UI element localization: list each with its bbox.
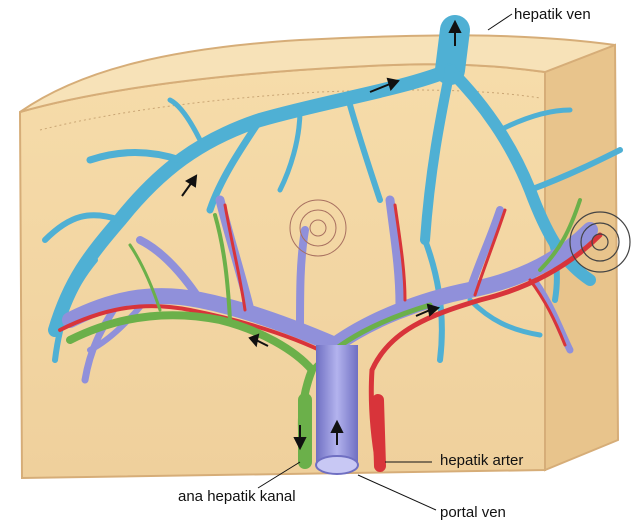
label-hepatic-artery: hepatik arter bbox=[440, 452, 523, 469]
label-common-hepatic-duct: ana hepatik kanal bbox=[178, 488, 296, 505]
label-portal-vein: portal ven bbox=[440, 504, 506, 521]
artery-trunk bbox=[378, 400, 380, 466]
label-hepatic-vein: hepatik ven bbox=[514, 6, 591, 23]
portal-vein-opening bbox=[316, 456, 358, 474]
portal-vein-trunk bbox=[316, 345, 358, 465]
liver-front-face bbox=[20, 64, 545, 478]
